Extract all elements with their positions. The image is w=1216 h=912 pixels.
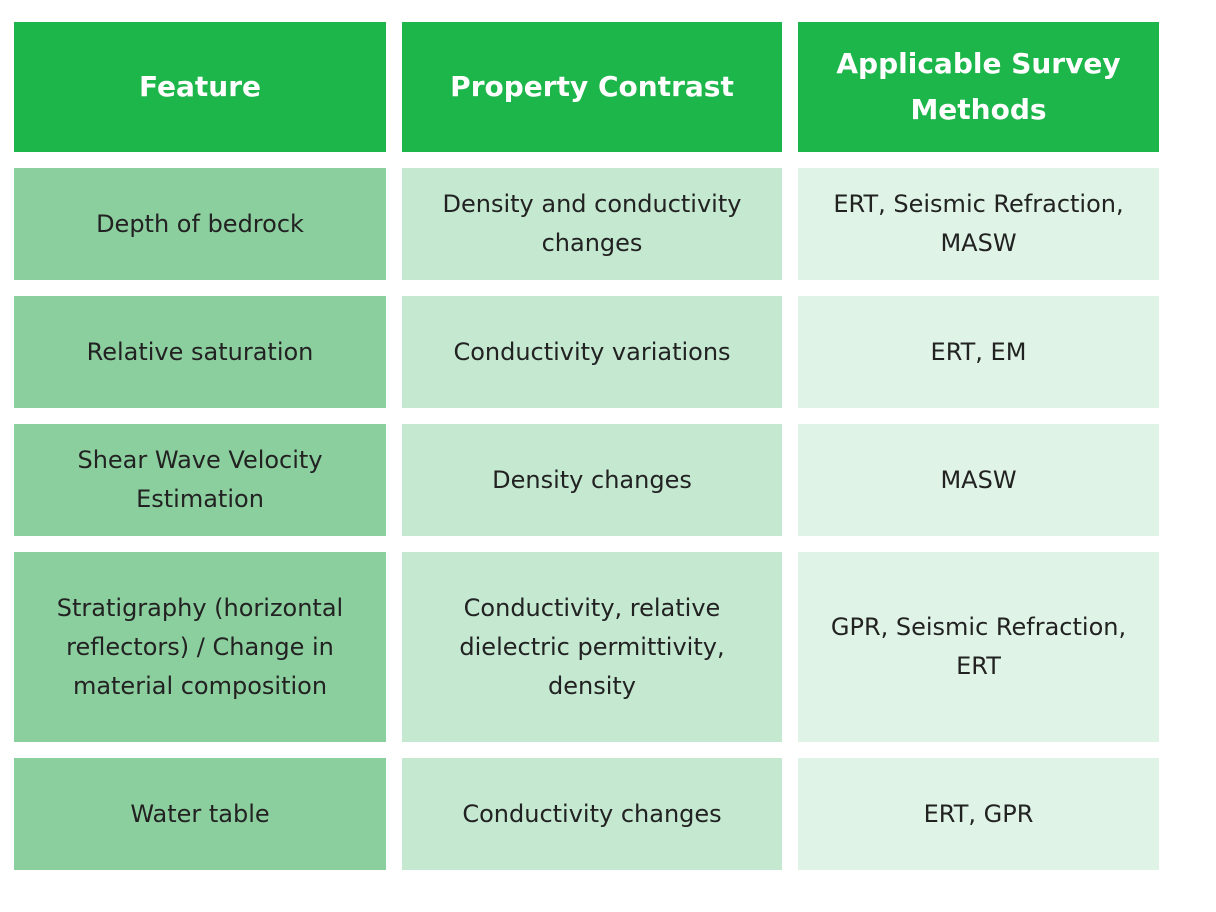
header-survey-methods: Applicable Survey Methods — [798, 22, 1159, 152]
property-contrast-cell: Conductivity changes — [402, 758, 782, 870]
table-row: Shear Wave Velocity Estimation Density c… — [14, 424, 1159, 536]
property-contrast-cell: Conductivity variations — [402, 296, 782, 408]
table-row: Relative saturation Conductivity variati… — [14, 296, 1159, 408]
header-feature: Feature — [14, 22, 386, 152]
table-header-row: Feature Property Contrast Applicable Sur… — [14, 22, 1159, 152]
feature-cell: Water table — [14, 758, 386, 870]
survey-methods-table: Feature Property Contrast Applicable Sur… — [14, 22, 1159, 870]
property-contrast-cell: Conductivity, relative dielectric permit… — [402, 552, 782, 742]
table-row: Depth of bedrock Density and conductivit… — [14, 168, 1159, 280]
survey-methods-cell: ERT, Seismic Refraction, MASW — [798, 168, 1159, 280]
property-contrast-cell: Density changes — [402, 424, 782, 536]
header-property-contrast: Property Contrast — [402, 22, 782, 152]
survey-methods-cell: GPR, Seismic Refraction, ERT — [798, 552, 1159, 742]
property-contrast-cell: Density and conductivity changes — [402, 168, 782, 280]
feature-cell: Shear Wave Velocity Estimation — [14, 424, 386, 536]
feature-cell: Stratigraphy (horizontal reflectors) / C… — [14, 552, 386, 742]
table-row: Stratigraphy (horizontal reflectors) / C… — [14, 552, 1159, 742]
survey-methods-cell: ERT, GPR — [798, 758, 1159, 870]
survey-methods-cell: ERT, EM — [798, 296, 1159, 408]
feature-cell: Relative saturation — [14, 296, 386, 408]
table-row: Water table Conductivity changes ERT, GP… — [14, 758, 1159, 870]
feature-cell: Depth of bedrock — [14, 168, 386, 280]
survey-methods-cell: MASW — [798, 424, 1159, 536]
